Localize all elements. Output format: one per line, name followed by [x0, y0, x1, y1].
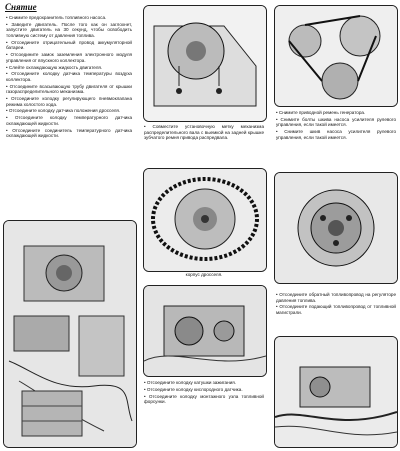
section-heading: Снятие [5, 2, 37, 12]
mid-bottom-steps-list: Отсоедините колодку катушки зажигания.От… [144, 380, 264, 406]
right-steps-list: Снимите приводной ремень генератора.Сним… [276, 110, 396, 142]
step-item: Отсоедините колодку температурного датчи… [6, 115, 132, 126]
mid-caption: корпус дросселя. [185, 272, 223, 277]
figure-power-steering-pulley [274, 172, 398, 284]
step-item: Отсоедините замок заземления электронног… [6, 52, 132, 63]
step-item: Отсоедините колодку датчика температуры … [6, 71, 132, 82]
figure-fuel-lines [274, 336, 398, 448]
mid-steps-list: Совместите установочную метку механизма … [144, 124, 264, 142]
step-item: Отсоедините соединитель температурного д… [6, 128, 132, 139]
step-item: Отсоедините колодку монтажного узла топл… [144, 394, 264, 405]
step-item: Совместите установочную метку механизма … [144, 124, 264, 141]
middle-column: Совместите установочную метку механизма … [140, 0, 270, 451]
step-item: Отсоедините колодку датчика положения др… [6, 108, 132, 114]
left-column: Снятие Снимите предохранитель топливного… [0, 0, 138, 451]
step-item: Снимите приводной ремень генератора. [276, 110, 396, 116]
step-item: Отсоедините колодку катушки зажигания. [144, 380, 264, 386]
right-column: Снимите приводной ремень генератора.Сним… [272, 0, 400, 451]
figure-camshaft-sprocket [143, 5, 267, 122]
step-item: Отсоедините всасывающую трубу двигателя … [6, 84, 132, 95]
figure-engine-bay-left [3, 220, 137, 448]
figure-timing-belt [143, 168, 267, 272]
step-item: Снимите шкив насоса усилителя рулевого у… [276, 129, 396, 140]
step-item: Снимите болты шкива насоса усилителя рул… [276, 117, 396, 128]
step-item: Отсоедините обратный топливопровод на ре… [276, 292, 396, 303]
step-item: Отсоедините отрицательный провод аккумул… [6, 40, 132, 51]
step-item: Заведите двигатель. После того как он за… [6, 22, 132, 39]
step-item: Слейте охлаждающую жидкость двигателя. [6, 65, 132, 71]
step-item: Отсоедините подающий топливопровод от то… [276, 304, 396, 315]
left-steps-list: Снимите предохранитель топливного насоса… [6, 15, 132, 140]
step-item: Снимите предохранитель топливного насоса… [6, 15, 132, 21]
figure-throttle-body [143, 285, 267, 377]
right-bottom-steps-list: Отсоедините обратный топливопровод на ре… [276, 292, 396, 317]
step-item: Отсоедините колодку кислородного датчика… [144, 387, 264, 393]
step-item: Отсоедините колодку регулирующего пневмо… [6, 96, 132, 107]
figure-alternator-belt [274, 5, 398, 107]
